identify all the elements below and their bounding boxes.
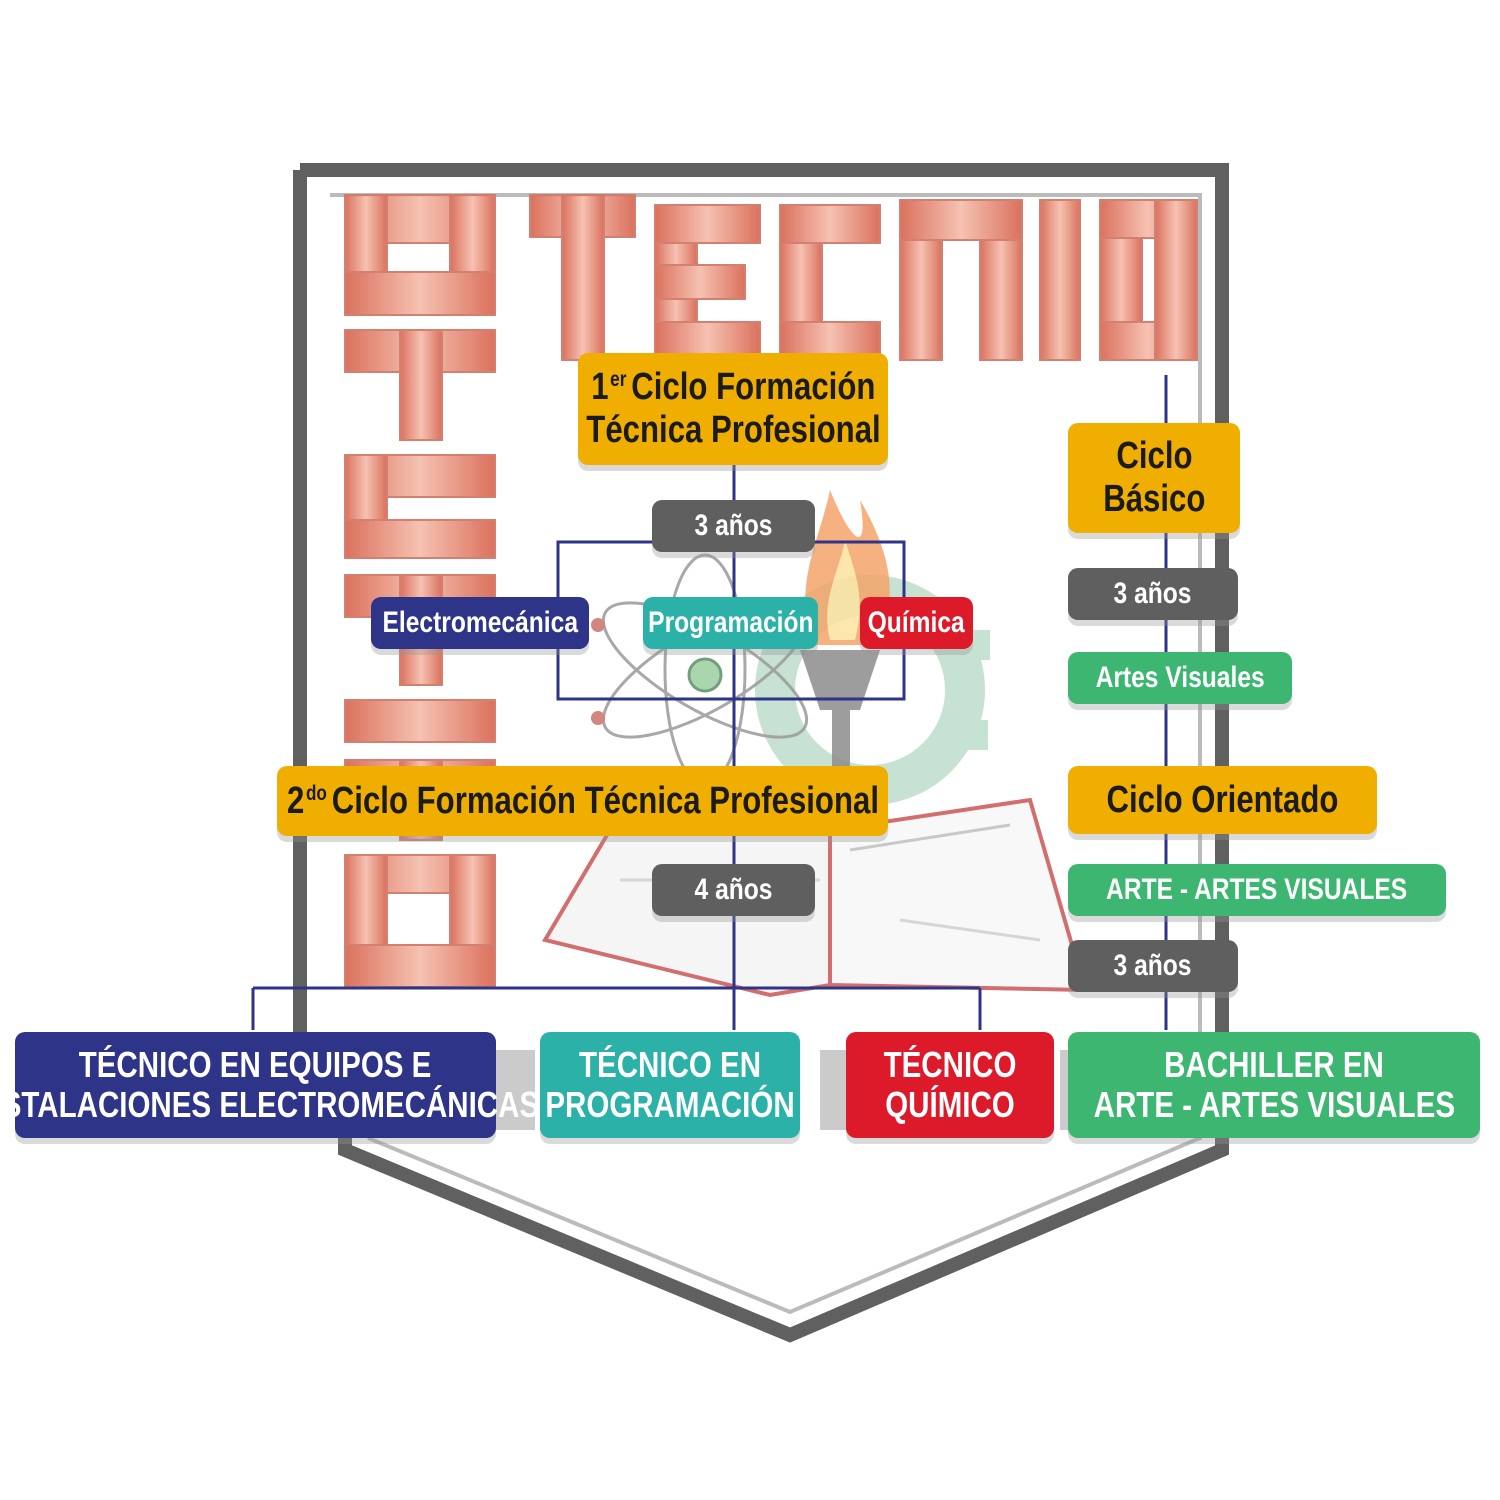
second-cycle-text: Ciclo Formación Técnica Profesional [331, 779, 879, 822]
basic-specialty: Artes Visuales [1068, 652, 1292, 704]
first-cycle-line1: Ciclo Formación [630, 366, 876, 409]
torch-icon [800, 490, 890, 770]
basic-cycle-box: Ciclo Básico [1068, 423, 1240, 533]
first-cycle-ordinal-suffix: er [609, 368, 627, 392]
first-cycle-line2: Técnica Profesional [585, 409, 881, 451]
title-quimico: TÉCNICO QUÍMICO [846, 1032, 1054, 1138]
title-bachiller: BACHILLER EN ARTE - ARTES VISUALES [1068, 1032, 1480, 1138]
title-electromecanica: TÉCNICO EN EQUIPOS E INSTALACIONES ELECT… [0, 1032, 539, 1138]
second-cycle-ordinal-suffix: do [305, 781, 327, 805]
oriented-cycle-box: Ciclo Orientado [1068, 766, 1377, 834]
title-programacion: TÉCNICO EN PROGRAMACIÓN [540, 1032, 800, 1138]
specialty-programacion: Programación [643, 597, 818, 649]
first-cycle-duration: 3 años [652, 500, 815, 552]
basic-cycle-duration: 3 años [1068, 568, 1238, 620]
oriented-duration: 3 años [1068, 940, 1238, 992]
second-cycle-ordinal: 2 [286, 779, 304, 822]
specialty-quimica: Química [860, 597, 973, 649]
specialty-electromecanica: Electromecánica [371, 597, 589, 649]
second-cycle-duration: 4 años [652, 864, 815, 916]
oriented-specialty: ARTE - ARTES VISUALES [1068, 864, 1446, 916]
logo-word-tecnico [529, 194, 1198, 361]
first-cycle-ordinal: 1 [590, 366, 609, 409]
